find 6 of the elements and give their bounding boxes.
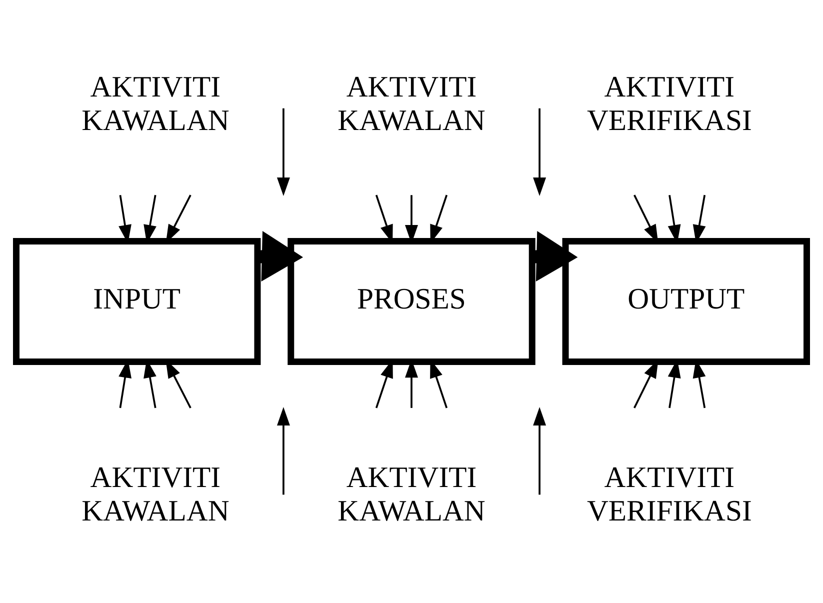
label: AKTIVITI VERIFIKASI [586, 462, 752, 528]
label: AKTIVITI KAWALAN [82, 462, 230, 528]
label: AKTIVITI KAWALAN [82, 72, 230, 137]
label: AKTIVITI KAWALAN [338, 462, 486, 528]
label: AKTIVITI VERIFIKASI [586, 72, 752, 137]
label: AKTIVITI KAWALAN [338, 72, 486, 137]
